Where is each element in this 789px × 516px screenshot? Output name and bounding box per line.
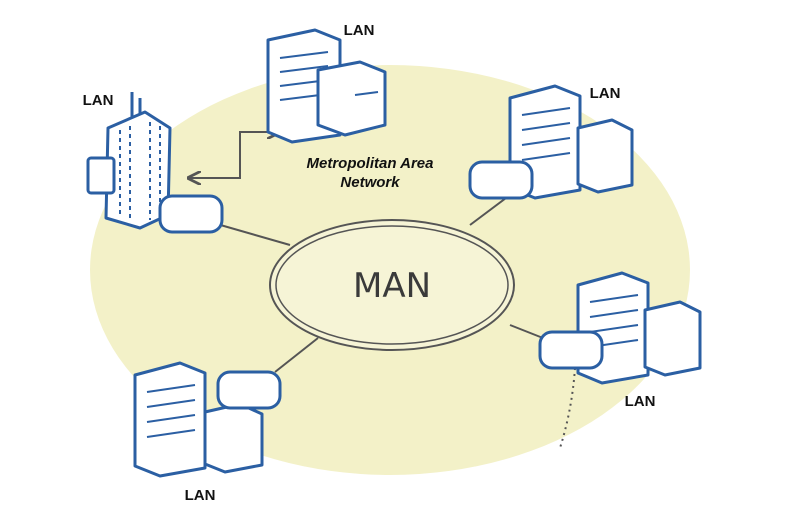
lan-node-server-bottom-left <box>133 361 282 478</box>
man-label: MAN <box>353 266 431 306</box>
lan-label-top-left: LAN <box>83 92 114 109</box>
server-unit-icon <box>203 402 264 474</box>
lan-node-server-bottom-right <box>538 271 702 385</box>
lan-node-office-building <box>86 92 224 234</box>
lan-label-bottom-left: LAN <box>185 487 216 504</box>
connection-arrow <box>190 132 278 178</box>
lan-label-top-right: LAN <box>590 85 621 102</box>
router-icon <box>468 160 534 200</box>
diagram-title-line1: Metropolitan Area <box>307 155 434 172</box>
lan-node-server-top-right <box>468 84 634 200</box>
diagram-title-line2: Network <box>340 174 400 191</box>
link-top-right <box>469 194 511 226</box>
router-icon <box>158 194 224 234</box>
link-bottom-left <box>274 337 319 373</box>
lan-label-bottom-right: LAN <box>625 393 656 410</box>
lan-node-server-top <box>266 28 387 144</box>
server-unit-icon <box>643 300 702 377</box>
server-unit-icon <box>316 60 387 137</box>
router-icon <box>538 330 604 370</box>
server-unit-icon <box>576 118 634 194</box>
link-top-left <box>209 221 291 246</box>
lan-label-top: LAN <box>344 22 375 39</box>
dotted-link <box>559 367 576 449</box>
router-icon <box>216 370 282 410</box>
man-ring <box>269 219 515 351</box>
